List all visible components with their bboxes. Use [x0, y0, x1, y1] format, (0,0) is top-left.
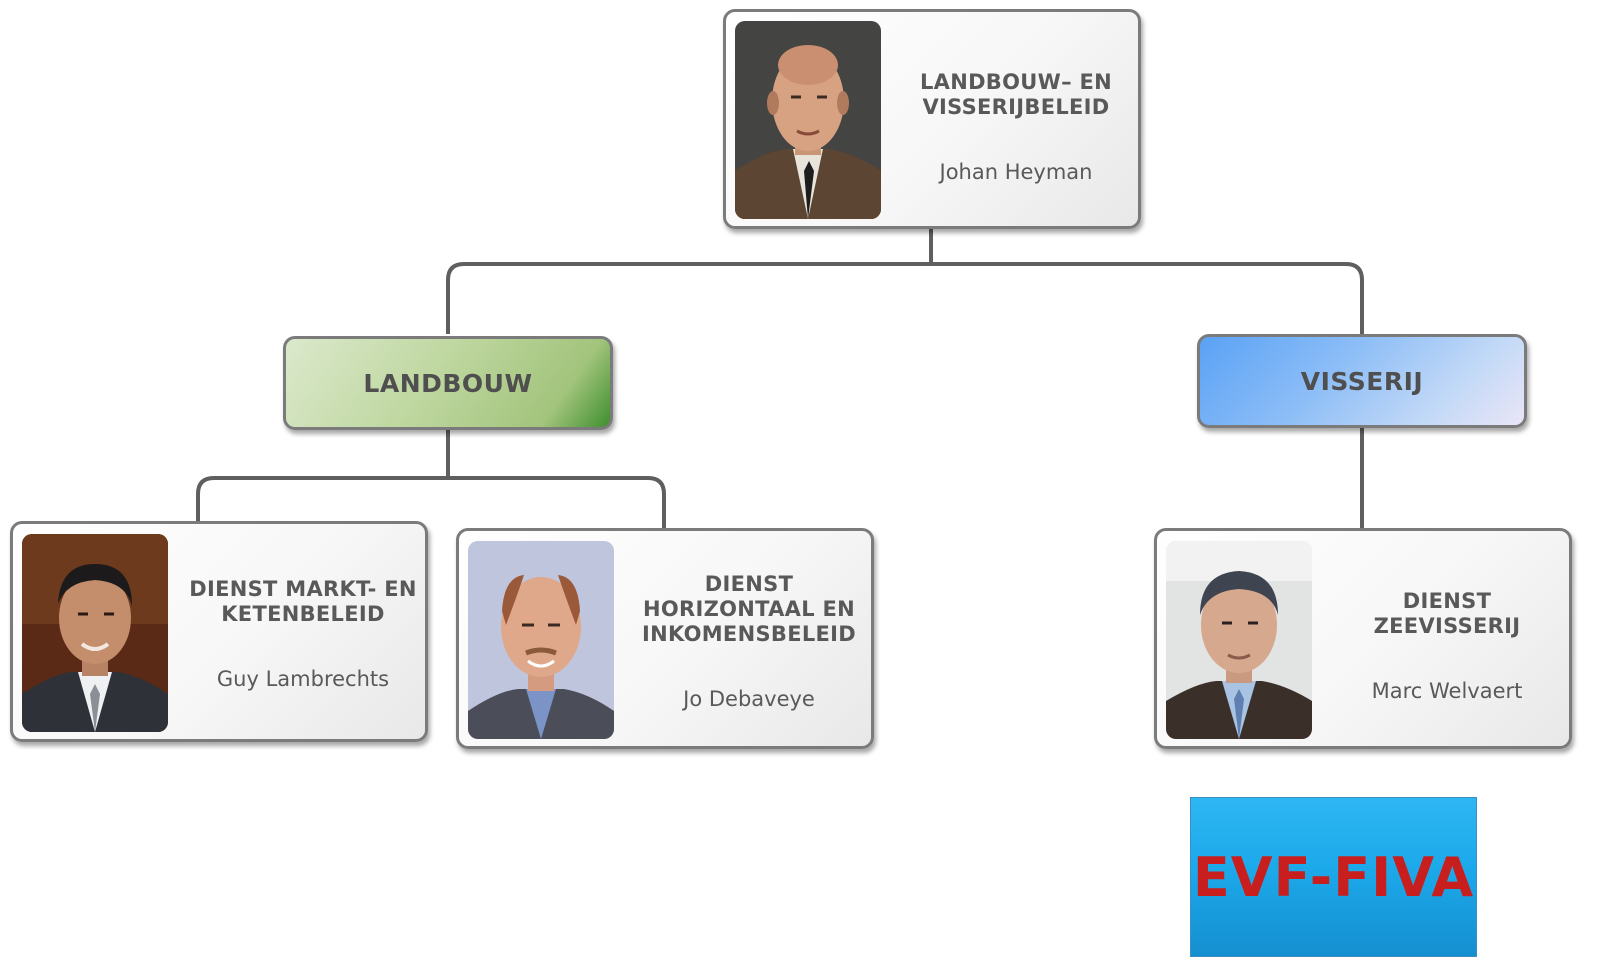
service-1-title: DIENST MARKT- EN KETENBELEID — [189, 577, 417, 626]
department-visserij: VISSERIJ — [1197, 334, 1527, 428]
service-3-title: DIENST ZEEVISSERIJ — [1373, 589, 1521, 638]
portrait-photo-guy-lambrechts — [22, 534, 168, 732]
service-2-person-name: Jo Debaveye — [683, 686, 815, 711]
service-2-title: DIENST HORIZONTAAL EN INKOMENSBELEID — [641, 571, 857, 646]
connector-landbouw-to-services — [196, 430, 666, 528]
card-dienst-zeevisserij: DIENST ZEEVISSERIJ Marc Welvaert — [1154, 528, 1572, 749]
top-card-title: LANDBOUW– EN VISSERIJBELEID — [919, 70, 1113, 119]
portrait-photo-marc-welvaert — [1166, 541, 1312, 739]
service-2-text: DIENST HORIZONTAAL EN INKOMENSBELEID Jo … — [629, 556, 869, 726]
evf-fiva-box: EVF-FIVA — [1190, 797, 1477, 957]
service-1-person-name: Guy Lambrechts — [216, 667, 390, 691]
service-3-person-name: Marc Welvaert — [1371, 679, 1523, 703]
department-landbouw: LANDBOUW — [283, 336, 613, 430]
card-dienst-horizontaal-inkomensbeleid: DIENST HORIZONTAAL EN INKOMENSBELEID Jo … — [456, 528, 874, 749]
service-1-text: DIENST MARKT- EN KETENBELEID Guy Lambrec… — [183, 554, 423, 714]
card-top-landbouw-visserijbeleid: LANDBOUW– EN VISSERIJBELEID Johan Heyman — [723, 9, 1141, 229]
card-dienst-markt-ketenbeleid: DIENST MARKT- EN KETENBELEID Guy Lambrec… — [10, 521, 428, 742]
service-3-text: DIENST ZEEVISSERIJ Marc Welvaert — [1327, 566, 1567, 726]
top-card-person-name: Johan Heyman — [939, 160, 1093, 184]
top-card-text: LANDBOUW– EN VISSERIJBELEID Johan Heyman — [896, 52, 1136, 202]
portrait-photo-johan-heyman — [735, 21, 881, 219]
connector-top-to-branches — [446, 228, 1364, 334]
portrait-photo-jo-debaveye — [468, 541, 614, 739]
